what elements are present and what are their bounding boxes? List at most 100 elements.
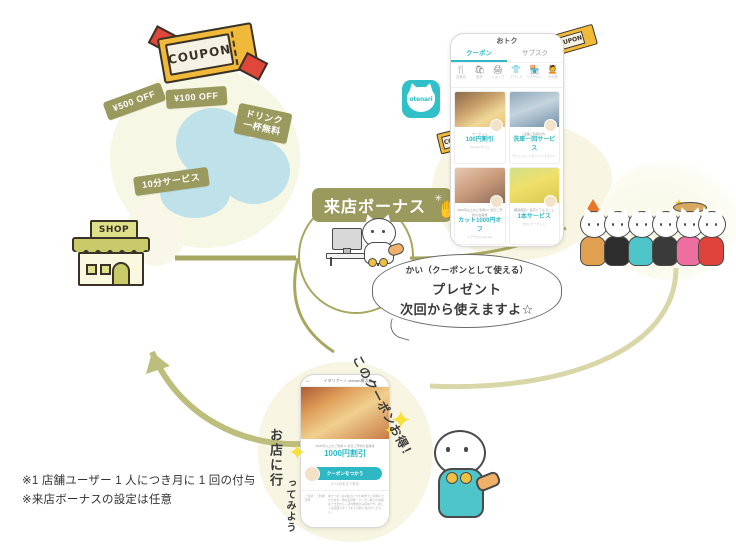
- footnotes: ※1 店舗ユーザー 1 人につき月に 1 回の付与 ※来店ボーナスの設定は任意: [22, 472, 256, 510]
- detail-terms-key: ご注意・ご利用条件: [305, 494, 325, 503]
- coupon-card[interactable]: 店舗ご利用の方 洗車一回サービス サンシャインガソリンスタンド: [508, 91, 560, 165]
- character-body: [604, 236, 630, 266]
- speech-line-2: プレゼント: [431, 282, 502, 297]
- character-body: [698, 236, 724, 266]
- handwritten-go-shop-line2: ってみよう: [284, 478, 295, 533]
- back-icon[interactable]: ←: [305, 377, 311, 384]
- coupon-ticket-large: COUPON: [147, 22, 269, 84]
- category-restaurant[interactable]: 🍴 飲食店: [452, 65, 470, 87]
- coupon-card[interactable]: 期間限定！最高どうもろこし 1本サービス おの マーケット: [508, 167, 560, 246]
- detail-note: ※ 10月末まで有効: [331, 482, 359, 487]
- category-restaurant-label: 飲食店: [456, 75, 466, 79]
- coupon-card-offer: カット1000円オフ: [458, 218, 502, 234]
- cat-buttons: [368, 258, 388, 267]
- tab-subscription[interactable]: サブスク: [522, 50, 548, 57]
- phone-coupon-list[interactable]: おトク クーポン サブスク 🍴 飲食店 🛍 販売 🖨 ショップ 👕 アパレル: [450, 33, 564, 247]
- use-coupon-button[interactable]: クーポンをつかう: [304, 466, 382, 483]
- detail-title: イタリアーノ otenari横浜店: [323, 377, 373, 383]
- speech-bubble-tail: [387, 318, 414, 341]
- tab-coupon[interactable]: クーポン: [451, 48, 507, 62]
- shop-door: [112, 262, 130, 286]
- staff-cat-character: [358, 212, 406, 267]
- coupon-card-text: 期間限定！最高どうもろこし 1本サービス おの マーケット: [510, 203, 560, 230]
- coupon-card-image: [455, 168, 505, 209]
- category-hairsalon[interactable]: 🏪 ヘアサロン: [525, 65, 543, 87]
- coupon-card-shop: ヘアサロンotenari: [467, 235, 493, 240]
- coupon-card-caption: 店舗ご利用の方: [523, 132, 546, 136]
- ticket-face: COUPON: [164, 33, 235, 76]
- phone-category-bar[interactable]: 🍴 飲食店 🛍 販売 🖨 ショップ 👕 アパレル 🏪 ヘアサロン 💆 そ: [451, 63, 563, 88]
- phone-header-title: おトク: [496, 38, 518, 45]
- shop-window-left: [86, 264, 97, 275]
- character-head: [604, 211, 632, 238]
- shop-building-icon: SHOP: [72, 220, 150, 286]
- detail-hero-image: [301, 387, 389, 439]
- coupon-card-image: [455, 92, 505, 132]
- hairsalon-icon: 🏪: [529, 65, 540, 74]
- cat-eye-right: [382, 230, 385, 233]
- cat-buttons: [446, 472, 472, 484]
- coupon-card[interactable]: マーケット 100円割引 otenari カフェ: [454, 91, 506, 165]
- sparkle-icon-1: ✦: [390, 405, 412, 435]
- character-body: [628, 236, 654, 266]
- coupon-card-grid: マーケット 100円割引 otenari カフェ 店舗ご利用の方 洗車一回サービ…: [451, 88, 563, 246]
- speech-bubble: かい（クーポンとして使える） プレゼント 次回から使えますよ☆: [372, 254, 562, 341]
- use-coupon-button-label: クーポンをつかう: [326, 470, 364, 476]
- coupon-card-text: 店舗ご利用の方 洗車一回サービス サンシャインガソリンスタンド: [510, 127, 560, 163]
- otenari-app-icon[interactable]: otenari: [402, 80, 440, 118]
- character-body: [580, 236, 606, 266]
- other-icon: 💆: [547, 65, 558, 74]
- sparkle-icon-2: ✦: [288, 440, 307, 465]
- app-icon-label: otenari: [409, 95, 433, 103]
- coupon-card-text: 3000円以上のご利用 or 当日ご予約の会員様 カット1000円オフ ヘアサロ…: [455, 203, 505, 244]
- detail-terms: ご注意・ご利用条件 本クーポンは1会計につき1枚までご利用いただけます。他の割引…: [301, 490, 389, 517]
- restaurant-icon: 🍴: [456, 65, 467, 74]
- character-5: [673, 202, 707, 266]
- cat-silhouette-icon: otenari: [407, 86, 435, 112]
- coupon-card[interactable]: 3000円以上のご利用 or 当日ご予約の会員様 カット1000円オフ ヘアサロ…: [454, 167, 506, 246]
- desk-with-monitor: [326, 228, 386, 266]
- category-shop[interactable]: 🖨 ショップ: [489, 65, 507, 87]
- shop-avatar: [544, 119, 557, 132]
- coupon-card-caption: 3000円以上のご利用 or 当日ご予約の会員様: [457, 208, 503, 217]
- detail-offer: 1000円割引: [324, 449, 366, 459]
- speech-line-3: 次回から使えますよ☆: [400, 302, 534, 317]
- footnote-2: ※来店ボーナスの設定は任意: [22, 494, 173, 506]
- cat-eye-right: [464, 447, 468, 452]
- coupon-card-offer: 100円割引: [465, 137, 494, 144]
- category-other[interactable]: 💆 その他: [544, 65, 562, 87]
- category-apparel[interactable]: 👕 アパレル: [507, 65, 525, 87]
- shop-avatar: [544, 195, 557, 209]
- coupon-card-image: [509, 92, 559, 132]
- phone-coupon-detail[interactable]: ← イタリアーノ otenari横浜店 3000円以上のご利用 or 当日ご予約…: [300, 374, 390, 528]
- detail-caption: 3000円以上のご利用 or 当日ご予約の会員様: [315, 444, 375, 448]
- shop-window-right: [100, 264, 111, 275]
- apparel-icon: 👕: [511, 65, 522, 74]
- sparkle-icon: ✳: [434, 193, 444, 203]
- visit-bonus-label: 来店ボーナス: [324, 199, 427, 216]
- coupon-card-shop: おの マーケット: [522, 221, 546, 226]
- handwritten-go-shop-line1: お店に行: [268, 428, 283, 488]
- coupon-card-offer: 1本サービス: [517, 213, 551, 220]
- category-other-label: その他: [548, 75, 558, 79]
- character-1: [580, 199, 608, 266]
- phone-tab-bar[interactable]: クーポン サブスク: [451, 48, 563, 63]
- ticket-body: COUPON: [156, 22, 260, 84]
- cat-eye-left: [371, 230, 374, 233]
- user-characters-group: ★: [580, 182, 726, 266]
- detail-terms-value: 本クーポンは1会計につき1枚までご利用いただけます。他の割引券・クーポン券との併…: [328, 494, 385, 515]
- category-retail-label: 販売: [476, 75, 483, 79]
- shop-avatar: [489, 119, 503, 132]
- category-retail[interactable]: 🛍 販売: [470, 65, 488, 87]
- ticket-label: COUPON: [167, 42, 233, 67]
- category-shop-label: ショップ: [491, 75, 505, 79]
- character-body: [652, 236, 678, 266]
- category-hairsalon-label: ヘアサロン: [526, 75, 543, 79]
- coupon-card-offer: 洗車一回サービス: [513, 137, 556, 153]
- desk-leg-left: [330, 257, 332, 266]
- detail-body: 3000円以上のご利用 or 当日ご予約の会員様 1000円割引: [301, 439, 389, 463]
- character-6: [698, 211, 726, 266]
- detail-header: ← イタリアーノ otenari横浜店: [301, 375, 389, 387]
- happy-cat-character: [428, 420, 502, 518]
